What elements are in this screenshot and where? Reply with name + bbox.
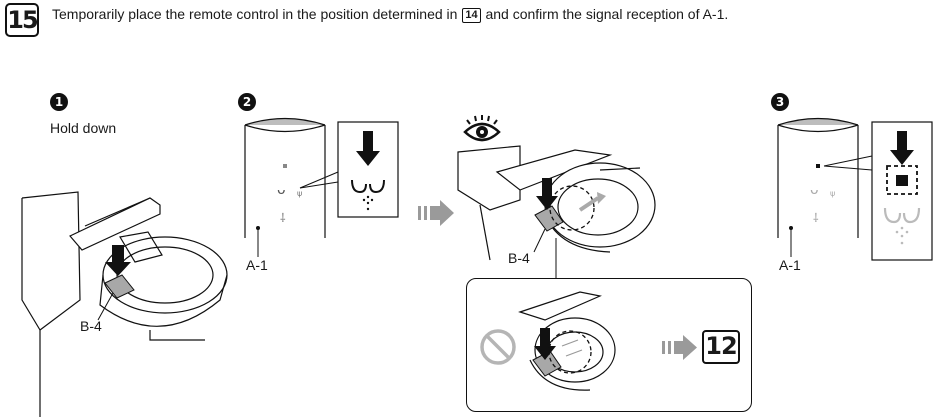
svg-text:ᴗ: ᴗ <box>277 182 286 198</box>
svg-text:ψ: ψ <box>297 189 302 198</box>
flush-wave-icon <box>883 207 921 224</box>
svg-text:⸸: ⸸ <box>280 211 286 225</box>
substep-2-badge: 2 <box>238 93 256 111</box>
step-instruction: Temporarily place the remote control in … <box>52 6 728 23</box>
step-number-badge: 15 <box>5 3 39 37</box>
arrow-down-icon <box>356 131 380 166</box>
instruction-text-start: Temporarily place the remote control in … <box>52 6 462 22</box>
flush-wave-icon <box>351 179 385 194</box>
svg-text:ᴗ: ᴗ <box>810 182 819 198</box>
arrow-down-icon <box>534 328 556 360</box>
spray-dots <box>362 195 374 211</box>
instruction-text-end: and confirm the signal reception of A-1. <box>481 6 729 22</box>
next-step-badge: 12 <box>702 330 740 364</box>
svg-text:⸸: ⸸ <box>813 211 819 225</box>
substep-1-badge: 1 <box>50 93 68 111</box>
b4-label-2: B-4 <box>508 250 530 266</box>
arrow-down-icon <box>105 245 131 276</box>
b4-label-1: B-4 <box>80 318 102 334</box>
arrow-right-icon <box>662 335 697 360</box>
prohibited-icon <box>480 329 516 365</box>
ref-step-badge: 14 <box>462 8 481 23</box>
sensor-highlight <box>549 185 595 231</box>
remote-button-icon <box>886 165 918 195</box>
arrow-down-icon <box>536 178 558 210</box>
svg-text:ψ: ψ <box>830 189 835 198</box>
eye-icon <box>463 115 501 142</box>
hold-down-caption: Hold down <box>50 120 117 136</box>
arrow-down-icon <box>890 131 914 165</box>
a1-label-2: A-1 <box>246 257 268 273</box>
substep-3-badge: 3 <box>771 93 789 111</box>
arrow-right-icon <box>418 200 454 226</box>
a1-label-3: A-1 <box>779 257 801 273</box>
